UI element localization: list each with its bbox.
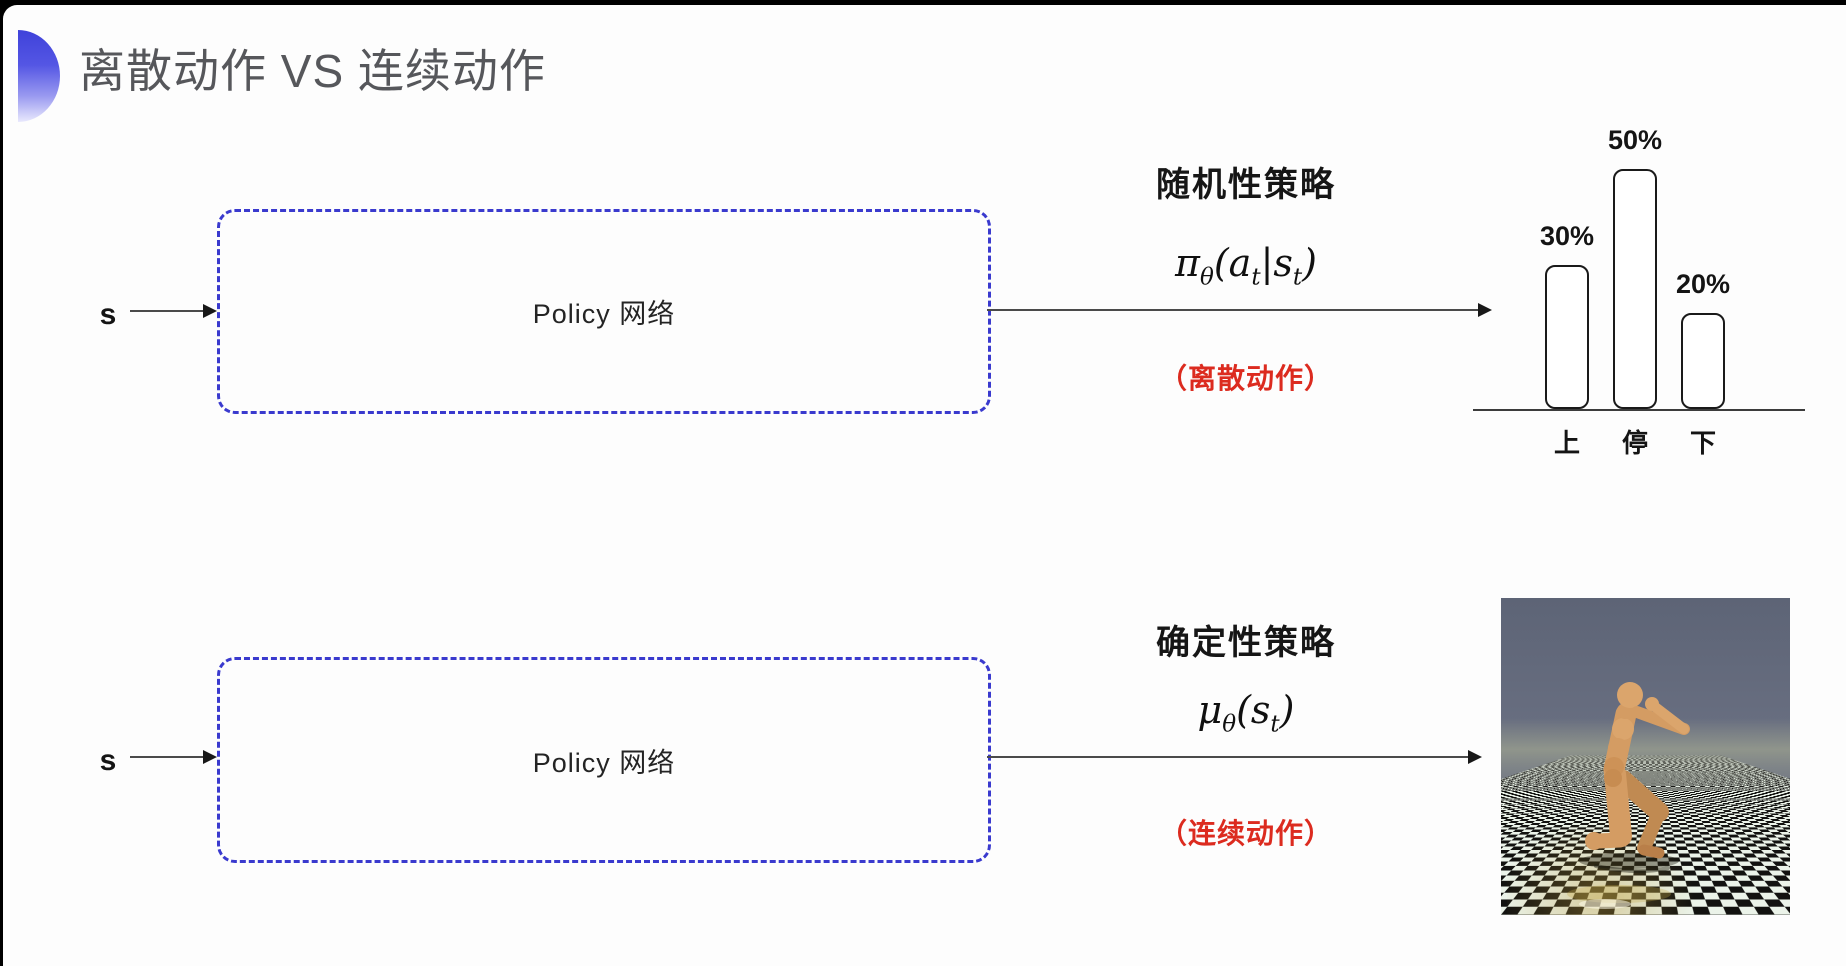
state-input-label-top: s: [91, 297, 125, 333]
formula-subscript: t: [1251, 265, 1260, 291]
formula-subscript: t: [1293, 265, 1302, 291]
formula-subscript: θ: [1222, 712, 1236, 738]
formula-arg: (s: [1236, 688, 1270, 732]
formula-subscript: θ: [1200, 265, 1214, 291]
humanoid-robot-figure: [1501, 598, 1790, 915]
formula-arg: (a: [1214, 241, 1251, 285]
formula-close: ): [1302, 241, 1317, 285]
bar-column-stop: 50%: [1613, 125, 1657, 409]
input-arrow-bottom: [130, 756, 204, 758]
formula-symbol: π: [1175, 241, 1200, 285]
stochastic-policy-title: 随机性策略: [1090, 165, 1402, 205]
formula-arg: |s: [1261, 241, 1293, 285]
policy-network-label-bottom: Policy 网络: [533, 741, 676, 780]
output-arrow-bottom: [987, 756, 1469, 758]
deterministic-policy-formula: μθ(st): [1090, 685, 1402, 750]
state-input-label-bottom: s: [91, 743, 125, 779]
policy-network-box-top: Policy 网络: [217, 209, 991, 414]
bar-category-stop: 停: [1615, 423, 1655, 460]
page-title: 离散动作 VS 连续动作: [79, 45, 546, 98]
bar-column-up: 30%: [1545, 221, 1589, 409]
bar-down: [1681, 313, 1725, 409]
bar-category-up: 上: [1547, 423, 1587, 460]
deterministic-policy-title: 确定性策略: [1090, 623, 1402, 663]
bar-up: [1545, 265, 1589, 409]
bar-stop: [1613, 169, 1657, 409]
bar-value-label: 50%: [1608, 125, 1662, 156]
slide-canvas: 离散动作 VS 连续动作 s Policy 网络 随机性策略 πθ(at|st)…: [3, 5, 1846, 966]
bar-column-down: 20%: [1681, 269, 1725, 409]
formula-subscript: t: [1270, 712, 1279, 738]
formula-close: ): [1280, 688, 1295, 732]
discrete-action-note: （离散动作）: [1090, 363, 1402, 395]
bar-value-label: 20%: [1676, 269, 1730, 300]
continuous-action-note: （连续动作）: [1090, 818, 1402, 850]
formula-symbol: μ: [1198, 688, 1223, 732]
input-arrow-top: [130, 310, 204, 312]
policy-network-box-bottom: Policy 网络: [217, 657, 991, 863]
output-arrow-top: [987, 309, 1479, 311]
policy-network-label-top: Policy 网络: [533, 292, 676, 331]
stochastic-policy-formula: πθ(at|st): [1090, 238, 1402, 303]
humanoid-simulation-image: [1501, 598, 1790, 915]
title-bullet-icon: [18, 30, 60, 122]
bar-chart-baseline: [1473, 409, 1805, 411]
bar-category-down: 下: [1683, 423, 1723, 460]
bar-value-label: 30%: [1540, 221, 1594, 252]
